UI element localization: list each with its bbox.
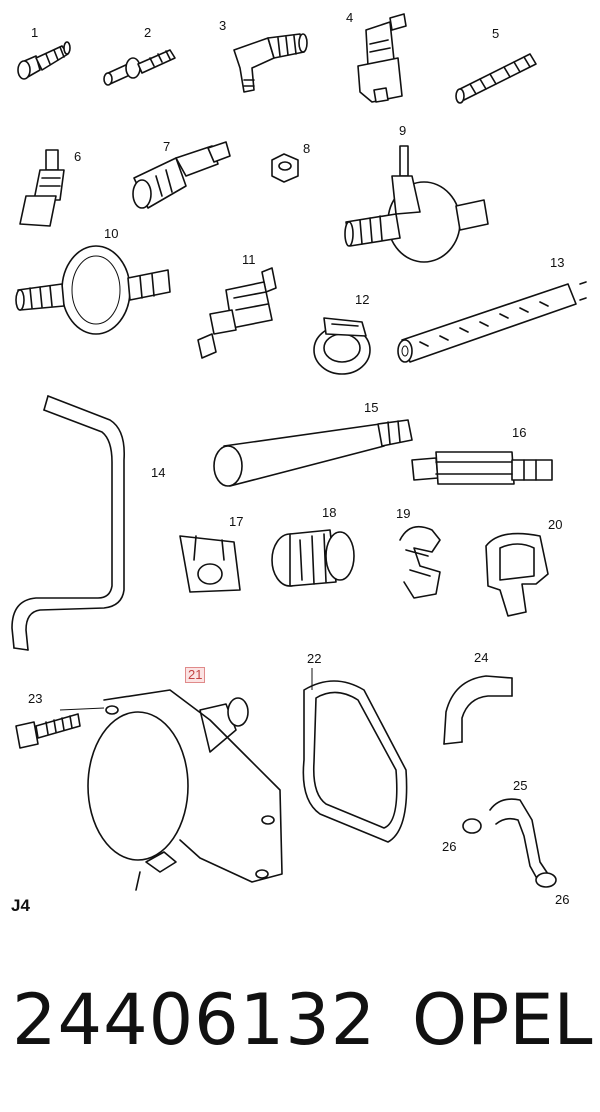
part-9-check-valve	[344, 145, 489, 263]
part-number: 24406132	[12, 979, 377, 1061]
part-23-bolt	[15, 713, 81, 749]
callout-24: 24	[474, 650, 489, 665]
callout-14: 14	[151, 465, 166, 480]
parts-drawing	[11, 13, 587, 891]
callout-26-left: 26	[442, 839, 457, 854]
part-19-clip	[399, 525, 441, 599]
part-1-fitting	[17, 41, 71, 80]
part-11-inline-filter	[197, 267, 277, 359]
part-12-hose-clamp	[313, 317, 371, 375]
part-7-quick-connector	[132, 141, 231, 209]
brand-name: OPEL	[412, 979, 593, 1061]
part-18-threaded-fitting	[271, 529, 355, 587]
part-2-fitting	[103, 49, 176, 86]
callout-2: 2	[144, 25, 152, 40]
part-10-round-valve	[15, 245, 171, 335]
part-22-gasket	[302, 680, 408, 843]
part-15-connector-hose	[213, 419, 413, 487]
part-26-clamp	[462, 818, 557, 888]
section-code: J4	[11, 896, 30, 915]
part-3-elbow-fitting	[233, 33, 308, 93]
callout-21-highlighted[interactable]: 21	[185, 667, 206, 683]
callout-25: 25	[513, 778, 528, 793]
part-20-bracket-clip	[485, 532, 549, 617]
part-4-valve-fitting	[357, 13, 407, 103]
callout-5: 5	[492, 26, 500, 41]
part-17-bushing	[179, 535, 241, 593]
callout-10: 10	[104, 226, 119, 241]
callout-4: 4	[346, 10, 354, 25]
part-5-barbed-connector	[455, 53, 537, 104]
part-25-formed-hose	[489, 798, 553, 885]
part-24-hose-elbow	[443, 675, 513, 745]
callout-20: 20	[548, 517, 563, 532]
callout-17: 17	[229, 514, 244, 529]
callout-3: 3	[219, 18, 227, 33]
callout-16: 16	[512, 425, 527, 440]
part-8-hex-nut	[271, 153, 299, 183]
callout-22: 22	[307, 651, 322, 666]
callout-7: 7	[163, 139, 171, 154]
callout-1: 1	[31, 25, 39, 40]
exploded-parts-diagram: 1 2 3 4 5 6 7 8 9 10 11 12 13 14 15 16 1…	[11, 10, 587, 915]
callout-23: 23	[28, 691, 43, 706]
part-6-clip-connector	[19, 149, 65, 227]
part-16-hex-connector	[411, 451, 553, 485]
callout-11: 11	[242, 252, 256, 267]
callout-8: 8	[303, 141, 311, 156]
callout-13: 13	[550, 255, 565, 270]
footer: 24406132 OPEL	[0, 975, 600, 1085]
part-13-hose	[397, 281, 587, 363]
part-21-vacuum-pump	[59, 689, 283, 891]
callout-15: 15	[364, 400, 379, 415]
callout-18: 18	[322, 505, 337, 520]
callout-26-right: 26	[555, 892, 570, 907]
part-14-bent-hose	[11, 395, 126, 651]
callout-6: 6	[74, 149, 82, 164]
callout-12: 12	[355, 292, 370, 307]
callout-19: 19	[396, 506, 411, 521]
callout-9: 9	[399, 123, 407, 138]
